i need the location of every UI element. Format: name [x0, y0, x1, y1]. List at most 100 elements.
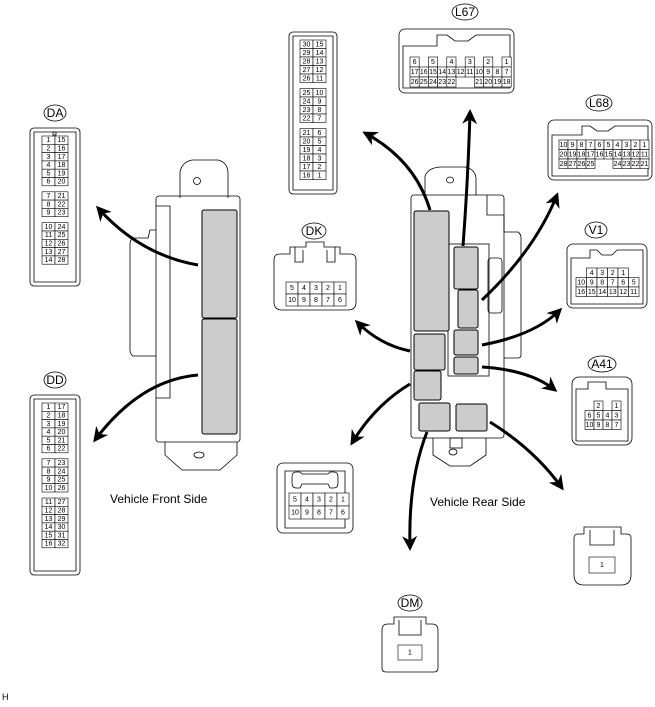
pin-unlabeled_10pin-2: 2: [329, 497, 333, 504]
pin-L67-16: 16: [420, 69, 428, 76]
pin-unlabeled_10pin-9: 9: [305, 510, 309, 517]
pin-unlabeled_10pin-5: 5: [293, 497, 297, 504]
pin-A41-2: 2: [597, 403, 601, 410]
pin-A41-6: 6: [588, 412, 592, 419]
pin-DK-8: 8: [314, 297, 318, 304]
pin-L68-1: 1: [643, 142, 647, 149]
pin-L67-20: 20: [484, 79, 492, 86]
pin-A41-4: 4: [606, 412, 610, 419]
pin-DD-20: 20: [58, 429, 66, 436]
pin-cell: [628, 286, 640, 297]
pin-DA-4: 4: [47, 162, 51, 169]
connector-30pin: [288, 31, 338, 195]
pin-L67-4: 4: [449, 59, 453, 66]
pin-DA-19: 19: [58, 170, 66, 177]
pin-L68-11: 11: [641, 151, 648, 158]
pin-L68-6: 6: [598, 142, 602, 149]
connector-DK-label: DK: [306, 224, 323, 238]
pin-unlabeled_30pin-21: 21: [303, 130, 311, 137]
pin-L67-18: 18: [503, 79, 511, 86]
pin-V1-14: 14: [598, 289, 606, 296]
pin-V1-12: 12: [619, 289, 627, 296]
connector-A41-label: A41: [591, 357, 613, 371]
pin-cell: [312, 73, 327, 83]
pin-unlabeled_30pin-5: 5: [318, 138, 322, 145]
arrow-to-A41: [481, 365, 558, 392]
pin-L68-24: 24: [614, 161, 622, 168]
pin-unlabeled_30pin-23: 23: [303, 107, 311, 114]
pin-L67-1: 1: [505, 59, 509, 66]
pin-DA-20: 20: [58, 179, 66, 186]
pin-DD-23: 23: [58, 460, 66, 467]
arrow-to-L67: [461, 109, 478, 247]
pin-cell: [54, 483, 69, 493]
arrow-to-10pin: [350, 382, 411, 446]
pin-unlabeled_30pin-12: 12: [316, 67, 324, 74]
arrow-to-30pin: [362, 131, 432, 211]
pin-L67-2: 2: [486, 59, 490, 66]
pin-L67-24: 24: [429, 79, 437, 86]
pin-unlabeled_30pin-18: 18: [303, 155, 311, 162]
pin-L67-26: 26: [411, 79, 419, 86]
pin-unlabeled_30pin-3: 3: [318, 155, 322, 162]
pin-A41-7: 7: [615, 422, 619, 429]
pin-A41-1: 1: [615, 403, 619, 410]
pin-unlabeled_10pin-10: 10: [291, 510, 299, 517]
pin-DD-24: 24: [58, 468, 66, 475]
pin-DA-28: 28: [58, 257, 66, 264]
pin-L67-25: 25: [420, 79, 428, 86]
pin-L68-21: 21: [641, 161, 649, 168]
pin-L68-18: 18: [578, 151, 586, 158]
pin-L68-14: 14: [614, 151, 622, 158]
arrow-to-DK: [354, 319, 411, 353]
pin-L68-10: 10: [560, 142, 568, 149]
pin-DD-3: 3: [47, 421, 51, 428]
pin-DK-9: 9: [302, 297, 306, 304]
arrow-to-DA: [96, 205, 199, 267]
pin-L67-12: 12: [457, 69, 465, 76]
pin-unlabeled_30pin-24: 24: [303, 98, 311, 105]
connector-DD-label: DD: [46, 373, 64, 387]
connector-DD: [29, 394, 81, 576]
pin-unlabeled_10pin-6: 6: [341, 510, 345, 517]
arrow-to-DD: [93, 373, 199, 443]
pin-cell: [397, 644, 423, 661]
pin-L67-10: 10: [475, 69, 483, 76]
connector-label-DD: DD: [43, 371, 67, 389]
pin-DA-9: 9: [47, 210, 51, 217]
pin-DA-25: 25: [58, 232, 66, 239]
pin-L68-15: 15: [605, 151, 613, 158]
connector-DK: [273, 241, 357, 311]
pin-L68-23: 23: [623, 161, 631, 168]
pin-V1-3: 3: [600, 270, 604, 277]
pin-unlabeled_30pin-13: 13: [316, 58, 324, 65]
pin-DA-10: 10: [45, 224, 53, 231]
pin-A41-8: 8: [606, 422, 610, 429]
arrow-to-V1: [481, 307, 563, 347]
pin-DD-26: 26: [58, 485, 66, 492]
pin-L68-3: 3: [625, 142, 629, 149]
arrow-to-1pin: [489, 420, 564, 491]
pin-V1-2: 2: [611, 270, 615, 277]
pin-DK-3: 3: [314, 285, 318, 292]
connector-label-DA: DA: [43, 104, 67, 122]
pin-L68-17: 17: [587, 151, 595, 158]
pin-unlabeled_30pin-19: 19: [303, 147, 311, 154]
pin-DA-3: 3: [47, 154, 51, 161]
pin-L68-19: 19: [569, 151, 577, 158]
pin-DA-15: 15: [58, 137, 66, 144]
pin-DA-17: 17: [58, 154, 66, 161]
pin-DK-2: 2: [326, 285, 330, 292]
pin-DA-12: 12: [45, 240, 53, 247]
pin-unlabeled_30pin-11: 11: [316, 75, 323, 82]
pin-DK-4: 4: [302, 285, 306, 292]
pin-L68-8: 8: [580, 142, 584, 149]
pin-cell: [54, 444, 69, 454]
pin-L68-2: 2: [634, 142, 638, 149]
pin-DD-29: 29: [58, 516, 66, 523]
pin-DD-13: 13: [45, 516, 53, 523]
pin-cell: [312, 170, 327, 180]
connector-DA-label: DA: [47, 106, 64, 120]
pin-V1-6: 6: [621, 279, 625, 286]
